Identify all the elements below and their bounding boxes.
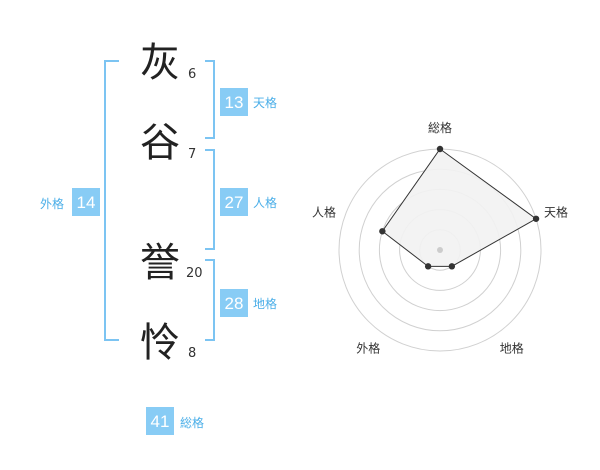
radar-point (436, 145, 444, 153)
stroke-count-1: 6 (188, 67, 196, 82)
radar-point (424, 263, 432, 270)
stroke-count-3: 20 (186, 266, 203, 281)
tenkaku-badge: 13 天格 (220, 88, 277, 116)
jinkaku-label: 人格 (253, 195, 277, 210)
tenkaku-value: 13 (225, 93, 244, 112)
jinkaku-badge: 27 人格 (220, 188, 277, 216)
jinkaku-bracket (205, 149, 215, 250)
stroke-count-2: 7 (188, 147, 196, 162)
radar-point (379, 228, 386, 235)
name-char-2: 谷 (140, 120, 180, 166)
radar-axis-label: 総格 (428, 120, 452, 135)
name-char-3: 誉 (140, 240, 180, 286)
chikaku-label: 地格 (253, 296, 277, 311)
name-column: 灰 6 谷 7 誉 20 怜 8 (140, 40, 203, 366)
name-char-4: 怜 (140, 320, 180, 366)
jinkaku-value: 27 (225, 193, 244, 212)
chikaku-badge-box (220, 289, 248, 317)
gaikaku-badge: 外格 14 (40, 188, 100, 216)
radar-point (448, 263, 456, 270)
radar-axis-label: 天格 (544, 204, 568, 219)
radar-axis-label: 人格 (312, 204, 336, 219)
chikaku-bracket (205, 259, 215, 341)
radar-polygon (381, 148, 537, 267)
jinkaku-badge-box (220, 188, 248, 216)
tenkaku-badge-box (220, 88, 248, 116)
gaikaku-badge-box (72, 188, 100, 216)
name-char-1: 灰 (140, 40, 180, 86)
gaikaku-bracket (104, 60, 119, 341)
fortune-brackets (104, 60, 215, 341)
soukaku-value: 41 (151, 412, 170, 431)
chikaku-badge: 28 地格 (220, 289, 277, 317)
soukaku-label: 総格 (180, 415, 204, 430)
radar-center-dot (437, 247, 443, 253)
stroke-count-4: 8 (188, 346, 196, 361)
radar-axis-label: 地格 (500, 341, 524, 356)
tenkaku-bracket (205, 60, 215, 139)
radar-axis-label: 外格 (356, 341, 380, 356)
tenkaku-label: 天格 (253, 95, 277, 110)
chikaku-value: 28 (225, 294, 244, 313)
radar-point (532, 215, 540, 222)
soukaku-badge-box (146, 407, 174, 435)
gaikaku-value: 14 (77, 193, 96, 212)
gaikaku-label: 外格 (40, 196, 64, 211)
soukaku-badge: 41 総格 (146, 407, 204, 435)
